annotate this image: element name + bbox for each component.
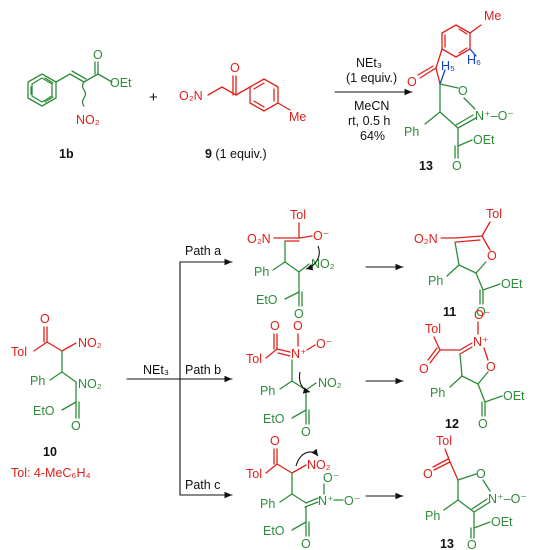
phenyl: Ph bbox=[430, 386, 445, 400]
ester-o: O bbox=[301, 537, 311, 550]
ethoxy: EtO bbox=[263, 412, 285, 426]
benzene-ring bbox=[27, 73, 57, 107]
condition-base: NEt₃ bbox=[356, 56, 382, 70]
tol-group: Tol bbox=[290, 208, 306, 222]
condition-yield: 64% bbox=[360, 129, 385, 143]
plus-sign: + bbox=[149, 89, 158, 106]
ketone-o: O bbox=[230, 61, 240, 75]
nitro: NO₂ bbox=[307, 458, 331, 472]
ethoxy: EtO bbox=[256, 293, 278, 307]
ethoxy: EtO bbox=[263, 524, 285, 538]
nitronate-n: N⁺–O⁻ bbox=[488, 492, 527, 506]
h6-label: H₆ bbox=[467, 53, 481, 67]
furan-o: O bbox=[487, 249, 497, 263]
carbonyl-o: O bbox=[93, 48, 103, 62]
ester-o: O bbox=[71, 419, 81, 433]
product-13-top: Me O H₆ H₅ O N⁺–O⁻ Ph O OEt 13 bbox=[404, 9, 514, 173]
o2n-group: O₂N bbox=[247, 232, 271, 246]
nitro-top: NO₂ bbox=[78, 336, 102, 350]
ketone-o: O bbox=[270, 319, 280, 333]
nitro: NO₂ bbox=[318, 376, 342, 390]
ketone-o: O bbox=[423, 467, 433, 481]
phenyl: Ph bbox=[428, 274, 443, 288]
tol-group: Tol bbox=[425, 322, 441, 336]
nitronate-o2: O⁻ bbox=[344, 494, 360, 508]
phenyl: Ph bbox=[260, 497, 275, 511]
ester-o: O bbox=[294, 307, 304, 321]
nitronate-o: O⁻ bbox=[323, 471, 339, 485]
product-13-bottom: Tol O O N⁺–O⁻ Ph O OEt 13 bbox=[423, 434, 527, 550]
ester-oet: OEt bbox=[110, 76, 132, 90]
ester-oet: OEt bbox=[501, 277, 523, 291]
compound-label-10: 10 bbox=[43, 445, 57, 459]
product-11: Tol O₂N O Ph OEt O 11 bbox=[414, 207, 523, 319]
reactant-9: O₂N O Me 9 (1 equiv.) bbox=[179, 61, 306, 161]
nitro-group: NO₂ bbox=[76, 113, 100, 127]
ester-o: O bbox=[467, 538, 477, 550]
path-a-label: Path a bbox=[185, 244, 221, 258]
nitronate-o-top: O bbox=[293, 319, 303, 333]
phenyl: Ph bbox=[30, 374, 45, 388]
tol-group: Tol bbox=[486, 207, 502, 221]
reagent-net3: NEt₃ bbox=[143, 363, 169, 377]
ester-o: O bbox=[478, 417, 488, 431]
phenyl: Ph bbox=[425, 509, 440, 523]
ring-o: O bbox=[476, 467, 486, 481]
enolate-o: O⁻ bbox=[313, 229, 329, 243]
nitro-mid: NO₂ bbox=[78, 377, 102, 391]
ketone-o: O bbox=[419, 362, 429, 376]
compound-label-9: 9 (1 equiv.) bbox=[205, 147, 267, 161]
product-12: Tol O N⁺ O⁻ O Ph OEt O 12 bbox=[419, 308, 525, 431]
methyl-group: Me bbox=[289, 110, 306, 124]
intermediate-c: O Tol NO₂ Ph N⁺ O⁻ O⁻ EtO O bbox=[246, 434, 360, 550]
ester-o: O bbox=[452, 159, 462, 173]
intermediate-a: Tol O₂N O⁻ Ph NO₂ EtO O bbox=[247, 208, 335, 321]
condition-equiv: (1 equiv.) bbox=[346, 71, 397, 85]
phenyl: Ph bbox=[260, 384, 275, 398]
compound-label-11: 11 bbox=[443, 305, 456, 319]
tol-group: Tol bbox=[11, 345, 27, 359]
o2n-group: O₂N bbox=[414, 232, 438, 246]
compound-label-12: 12 bbox=[445, 417, 459, 431]
tol-group: Tol bbox=[436, 434, 452, 448]
ester-oet: OEt bbox=[491, 515, 513, 529]
ester-o: O bbox=[301, 425, 311, 439]
top-reaction-arrow: NEt₃ (1 equiv.) MeCN rt, 0.5 h 64% bbox=[334, 56, 413, 143]
carbonyl-o: O bbox=[407, 75, 417, 89]
ring-o: O bbox=[458, 84, 468, 98]
branch-arrows: NEt₃ Path a Path b Path c bbox=[126, 244, 233, 499]
ethoxy: EtO bbox=[33, 404, 55, 418]
nitronate-n: N⁺ bbox=[291, 347, 307, 361]
phenyl: Ph bbox=[404, 125, 419, 139]
nitronate-o: O⁻ bbox=[316, 337, 332, 351]
tol-group: Tol bbox=[246, 352, 262, 366]
ketone-o: O bbox=[270, 434, 280, 448]
intermediate-b: O Tol N⁺ O O⁻ Ph NO₂ EtO O bbox=[246, 319, 342, 439]
tol-group: Tol bbox=[246, 467, 262, 481]
path-c-label: Path c bbox=[185, 478, 220, 492]
path-b-label: Path b bbox=[185, 363, 221, 377]
compound-label-13-top: 13 bbox=[419, 159, 433, 173]
ester-o: O bbox=[476, 305, 486, 319]
compound-label-13-bottom: 13 bbox=[440, 537, 454, 550]
ketone-o: O bbox=[40, 312, 50, 326]
nitronate-n: N⁺ bbox=[473, 335, 489, 349]
ester-oet: OEt bbox=[473, 133, 495, 147]
nitronate-o: O⁻ bbox=[474, 308, 490, 322]
compound-10: O Tol NO₂ Ph NO₂ EtO O 10 Tol: 4-MeC₆H₄ bbox=[11, 312, 102, 480]
compound-label-1b: 1b bbox=[59, 147, 74, 161]
condition-solvent: MeCN bbox=[354, 99, 389, 113]
reactant-1b: O OEt NO₂ 1b bbox=[27, 48, 132, 161]
tolyl-me: Me bbox=[484, 9, 501, 23]
nitronate-n: N⁺–O⁻ bbox=[475, 109, 514, 123]
ester-oet: OEt bbox=[503, 389, 525, 403]
o2n-group: O₂N bbox=[179, 89, 203, 103]
phenyl: Ph bbox=[254, 265, 269, 279]
condition-temp-time: rt, 0.5 h bbox=[348, 114, 390, 128]
tol-definition: Tol: 4-MeC₆H₄ bbox=[11, 466, 91, 480]
nitronate-n: N⁺ bbox=[318, 494, 334, 508]
h5-label: H₅ bbox=[441, 59, 455, 73]
ring-o: O bbox=[486, 360, 496, 374]
